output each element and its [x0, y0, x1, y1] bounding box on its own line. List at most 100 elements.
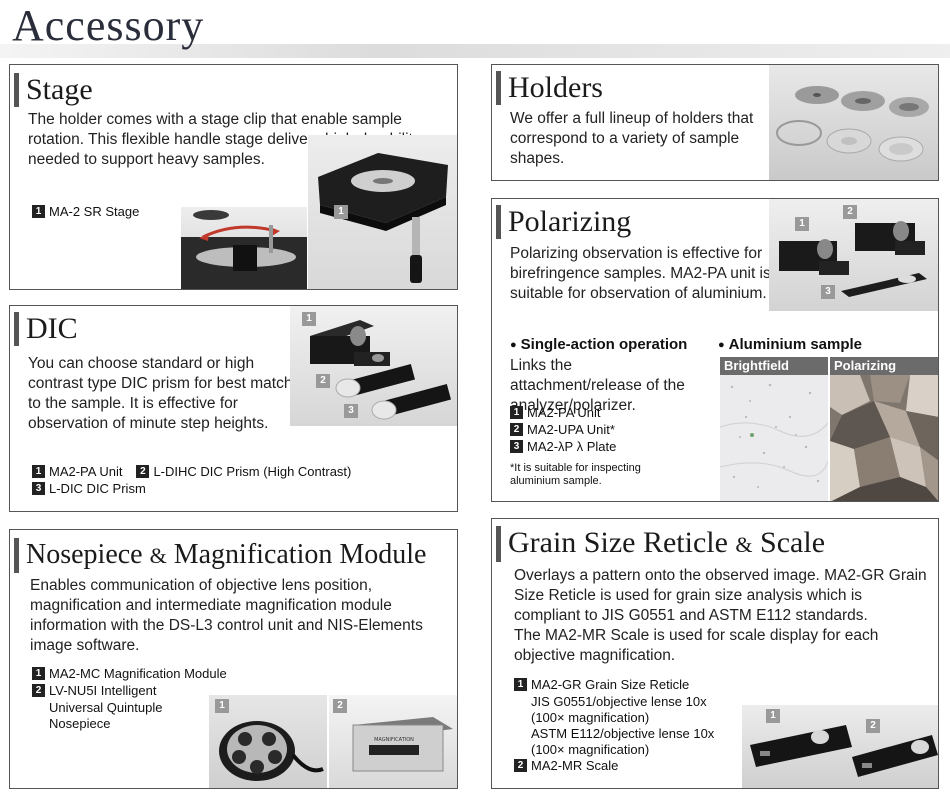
- item-number: 2: [510, 423, 523, 436]
- item-label: MA2-UPA Unit*: [527, 422, 615, 437]
- holders-panel: Holders We offer a full lineup of holder…: [491, 64, 939, 181]
- grain-title-b: Scale: [752, 526, 826, 559]
- single-action-heading: Single-action operation: [510, 336, 688, 353]
- item-continuation: Universal Quintuple: [49, 700, 163, 715]
- item-detail: ASTM E112/objective lense 10x: [531, 726, 715, 741]
- item-number: 3: [510, 440, 523, 453]
- dic-panel: DIC You can choose standard or high cont…: [9, 305, 458, 512]
- list-item: 2 MA2-MR Scale: [514, 758, 714, 774]
- title-rule: [0, 44, 950, 58]
- photo-number-tag: 1: [215, 699, 229, 713]
- item-number: 3: [32, 482, 45, 495]
- item-number: 2: [514, 759, 527, 772]
- item-number: 1: [514, 678, 527, 691]
- dic-items: 1 MA2-PA Unit 2 L-DIHC DIC Prism (High C…: [32, 464, 452, 498]
- item-label: L-DIC DIC Prism: [49, 481, 146, 496]
- photo-number-tag: 2: [843, 205, 857, 219]
- stage-clip-photo: [181, 207, 307, 289]
- dic-photo: 1 2 3: [290, 306, 457, 426]
- list-item: 2 MA2-UPA Unit*: [510, 422, 616, 438]
- module-illustration: MAGNIFICATION: [352, 717, 453, 772]
- photo-number-tag: 1: [302, 312, 316, 326]
- nosepiece-photo: 1: [209, 695, 327, 788]
- list-item: 3 MA2-λP λ Plate: [510, 439, 616, 455]
- nosepiece-body: Enables communication of objective lens …: [30, 577, 423, 654]
- item-detail: JIS G0551/objective lense 10x: [531, 694, 707, 709]
- list-item: 1 MA2-PA Unit: [510, 405, 616, 421]
- item-label: MA2-MC Magnification Module: [49, 666, 227, 681]
- photo-number-tag: 2: [866, 719, 880, 733]
- item-number: 2: [32, 684, 45, 697]
- photo-number-tag: 3: [344, 404, 358, 418]
- grain-photo: 1 2: [742, 705, 938, 788]
- holders-body: We offer a full lineup of holders that c…: [510, 110, 754, 167]
- holders-photo: [769, 65, 938, 180]
- stage-clip-illustration: [181, 210, 307, 289]
- item-detail: (100× magnification): [531, 742, 650, 757]
- stage-panel: Stage The holder comes with a stage clip…: [9, 64, 458, 290]
- nosepiece-title: Nosepiece & Magnification Module: [14, 538, 426, 573]
- item-number: 2: [136, 465, 150, 478]
- list-item: 3 L-DIC DIC Prism: [32, 481, 452, 497]
- stage-photo: 1: [308, 135, 457, 289]
- item-continuation: Nosepiece: [49, 716, 111, 731]
- polarizing-items: 1 MA2-PA Unit 2 MA2-UPA Unit* 3 MA2-λP λ…: [510, 405, 616, 456]
- item-detail: (100× magnification): [531, 710, 650, 725]
- nosepiece-title-a: Nosepiece: [26, 539, 150, 570]
- aluminium-sample-heading: Aluminium sample: [718, 336, 862, 353]
- nosepiece-title-amp: &: [149, 543, 167, 568]
- photo-number-tag: 1: [795, 217, 809, 231]
- photo-number-tag: 1: [766, 709, 780, 723]
- list-item: 1 MA2-GR Grain Size Reticle: [514, 677, 714, 693]
- grain-body-1: Overlays a pattern onto the observed ima…: [514, 567, 927, 624]
- photo-number-tag: 3: [821, 285, 835, 299]
- grain-title-a: Grain Size Reticle: [508, 526, 736, 559]
- item-label: LV-NU5I Intelligent: [49, 683, 157, 698]
- polarizing-photo: 1 2 3: [769, 199, 938, 311]
- nosepiece-panel: Nosepiece & Magnification Module Enables…: [9, 529, 458, 789]
- page-title: Accessory: [12, 1, 205, 50]
- list-item: 1 MA2-PA Unit: [32, 464, 122, 480]
- grain-panel: Grain Size Reticle & Scale Overlays a pa…: [491, 518, 939, 789]
- item-number: 1: [32, 205, 45, 218]
- polarizing-title: Polarizing: [496, 205, 631, 239]
- polarizing-body: Polarizing observation is effective for …: [510, 245, 771, 302]
- polarizing-texture: [830, 375, 938, 501]
- list-item: 1 MA2-MC Magnification Module: [32, 666, 227, 682]
- grain-items: 1 MA2-GR Grain Size Reticle JIS G0551/ob…: [514, 677, 714, 775]
- nosepiece-illustration: [219, 721, 324, 781]
- list-item: 2 LV-NU5I Intelligent: [32, 683, 227, 699]
- stage-items: 1 MA-2 SR Stage: [32, 204, 139, 221]
- item-label: MA2-λP λ Plate: [527, 439, 617, 454]
- item-number: 1: [32, 465, 45, 478]
- polarizing-note: *It is suitable for inspecting aluminium…: [510, 462, 641, 487]
- dic-illustration: [310, 320, 451, 420]
- photo-number-tag: 2: [316, 374, 330, 388]
- item-label: MA2-GR Grain Size Reticle: [531, 677, 690, 692]
- list-item: 1 MA-2 SR Stage: [32, 204, 139, 220]
- polarizing-illustration: [779, 221, 927, 297]
- photo-number-tag: 1: [334, 205, 348, 219]
- grain-illustration: [750, 725, 938, 777]
- item-label: L-DIHC DIC Prism (High Contrast): [153, 464, 352, 479]
- polarizing-image: Polarizing: [830, 357, 938, 501]
- photo-number-tag: 2: [333, 699, 347, 713]
- nosepiece-title-b: Magnification Module: [166, 539, 427, 570]
- polarizing-panel: Polarizing Polarizing observation is eff…: [491, 198, 939, 502]
- dic-body: You can choose standard or high contrast…: [28, 355, 293, 432]
- item-label: MA2-PA Unit: [527, 405, 601, 420]
- grain-title-amp: &: [735, 532, 753, 557]
- brightfield-texture: [720, 383, 828, 488]
- grain-title: Grain Size Reticle & Scale: [496, 526, 825, 562]
- item-label: MA2-MR Scale: [531, 758, 619, 773]
- nosepiece-items: 1 MA2-MC Magnification Module 2 LV-NU5I …: [32, 666, 227, 732]
- stage-illustration: [318, 153, 448, 283]
- list-item: 2 L-DIHC DIC Prism (High Contrast): [136, 464, 351, 480]
- holders-title: Holders: [496, 71, 603, 105]
- holders-illustration: [776, 86, 929, 162]
- module-plate-text: MAGNIFICATION: [374, 737, 414, 743]
- brightfield-label: Brightfield: [720, 357, 828, 375]
- item-number: 1: [510, 406, 523, 419]
- item-number: 1: [32, 667, 45, 680]
- single-action-body: Links the attachment/release of the anal…: [510, 357, 685, 414]
